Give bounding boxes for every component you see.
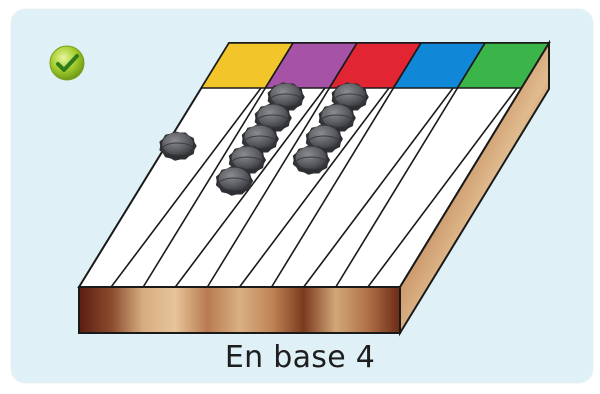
bottle-cap xyxy=(215,166,254,196)
slot-divider xyxy=(367,87,518,288)
board-side-edge xyxy=(399,39,550,337)
bottle-cap xyxy=(159,131,197,161)
column-slots xyxy=(110,42,518,288)
column-headers xyxy=(199,42,551,89)
slot-divider xyxy=(270,42,422,288)
bottle-cap xyxy=(292,145,331,175)
bottle-cap xyxy=(331,82,369,112)
bottle-cap xyxy=(254,103,292,133)
slot-divider xyxy=(303,87,454,288)
slot-divider xyxy=(335,42,486,288)
checkmark-icon xyxy=(49,45,85,81)
board-front-edge xyxy=(78,286,401,334)
bottle-cap xyxy=(318,103,356,133)
slot-divider xyxy=(110,87,262,288)
bottle-cap xyxy=(267,82,305,112)
bottle-cap xyxy=(228,145,267,175)
slot-divider xyxy=(238,87,390,288)
caption: En base 4 xyxy=(224,340,376,375)
bottle-caps xyxy=(159,82,369,196)
slot-divider xyxy=(142,42,294,288)
bottle-cap xyxy=(241,124,279,154)
bottle-cap xyxy=(305,124,343,154)
slot-divider xyxy=(206,42,358,288)
